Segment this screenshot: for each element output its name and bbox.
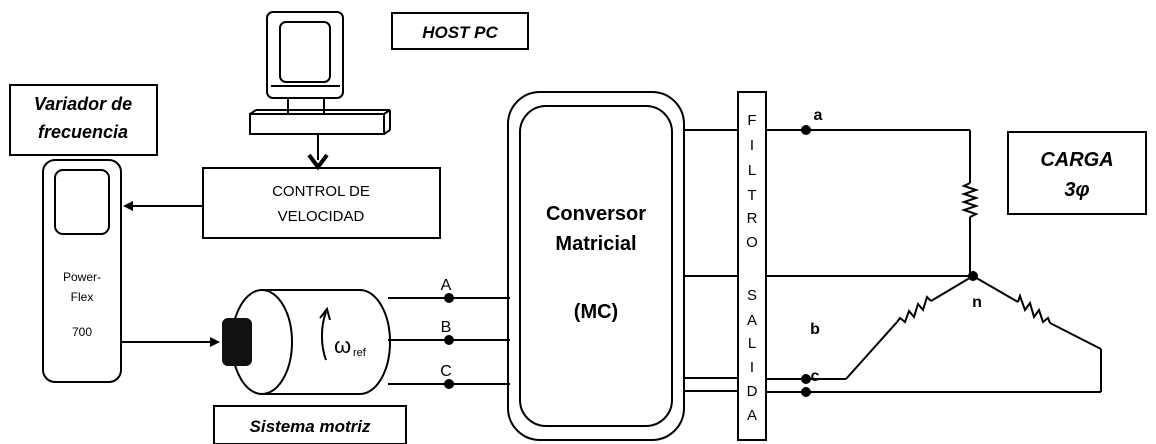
conversor-matricial: Conversor Matricial (MC) (507, 91, 685, 441)
host-pc-label: HOST PC (422, 23, 498, 42)
filtro-letter: O (746, 234, 758, 251)
powerflex-label-line3: 700 (72, 325, 92, 339)
host-pc-label-box: HOST PC (391, 12, 529, 50)
resistor-c (1017, 292, 1051, 324)
salida-letter: A (747, 312, 757, 329)
control-label-line2: VELOCIDAD (278, 208, 365, 225)
conversor-label-line3: (MC) (574, 301, 618, 323)
salida-letter: I (750, 359, 754, 376)
powerflex-label-line2: Flex (71, 290, 94, 304)
salida-letter: A (747, 407, 757, 424)
control-velocidad-box: CONTROL DE VELOCIDAD (202, 167, 441, 239)
host-pc-computer-icon (249, 11, 391, 135)
carga-label-line1: CARGA (1040, 149, 1113, 171)
variador-label-line1: Variador de (34, 94, 132, 114)
filtro-letter: R (747, 210, 758, 227)
filtro-letter: F (747, 112, 756, 129)
node-a-dot (801, 125, 811, 135)
carga-label-box: CARGA 3φ (1007, 131, 1147, 215)
node-b-dot (801, 374, 811, 384)
node-c-label: c (811, 368, 820, 385)
resistor-b (896, 295, 932, 324)
drive-display (54, 169, 110, 235)
sistema-motriz-label-box: Sistema motriz (213, 405, 407, 444)
salida-letter: D (747, 383, 758, 400)
node-c-dot (801, 387, 811, 397)
powerflex-label-line1: Power- (63, 270, 101, 284)
phase-A-label: A (441, 277, 452, 294)
filtro-letter: L (748, 162, 756, 179)
conversor-label-line2: Matricial (555, 233, 636, 255)
resistor-a (960, 182, 980, 218)
motor: ω ref (222, 289, 391, 395)
variador-label-box: Variador de frecuencia (9, 84, 158, 156)
sistema-motriz-label: Sistema motriz (250, 417, 371, 436)
filtro-letter: I (750, 137, 754, 154)
node-b-label: b (810, 321, 820, 338)
omega-subscript: ref (353, 347, 367, 359)
phase-B-label: B (441, 319, 452, 336)
salida-letter: S (747, 287, 757, 304)
node-A-dot (444, 293, 454, 303)
conversor-label-line1: Conversor (546, 203, 646, 225)
node-B-dot (444, 335, 454, 345)
load-wiring (766, 125, 1102, 397)
phase-C-label: C (440, 363, 452, 380)
powerflex-drive: Power- Flex 700 (42, 159, 122, 383)
node-C-dot (444, 379, 454, 389)
filtro-letter: T (747, 187, 756, 204)
salida-letters: S A L I D A (747, 287, 758, 424)
motor-shaft (222, 318, 252, 366)
variador-label-line2: frecuencia (38, 122, 128, 142)
omega-symbol: ω (334, 333, 351, 358)
salida-letter: L (748, 335, 756, 352)
filtro-salida: F I L T R O S A L I D A (737, 91, 767, 441)
rotation-arrow (320, 311, 327, 361)
node-a-label: a (814, 107, 823, 124)
control-label-line1: CONTROL DE (272, 183, 370, 200)
carga-label-line2: 3φ (1064, 179, 1089, 201)
filtro-letters: F I L T R O (746, 112, 758, 251)
node-n-label: n (972, 294, 982, 311)
